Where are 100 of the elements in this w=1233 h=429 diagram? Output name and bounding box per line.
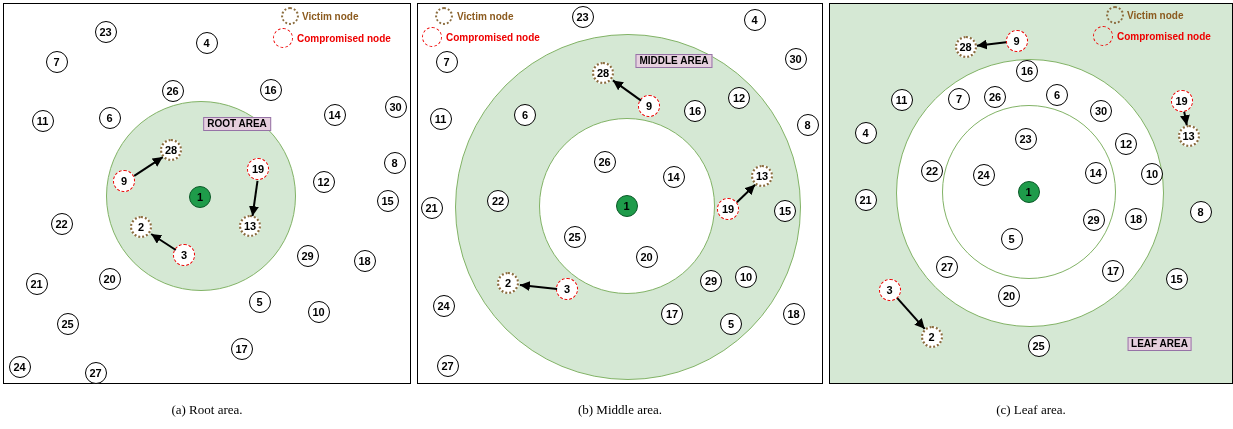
subfigure-caption: (a) Root area. (171, 402, 243, 418)
compromised-node-circle: 9 (113, 170, 135, 192)
arrow (896, 297, 926, 330)
node-circle: 20 (98, 267, 121, 290)
arrow (133, 156, 164, 177)
node-circle: 26 (984, 86, 1006, 108)
node-circle: 22 (487, 190, 509, 212)
node-circle: 4 (195, 31, 218, 54)
node-circle: 18 (353, 249, 376, 272)
node-circle: 22 (921, 160, 943, 182)
node-circle: 20 (635, 245, 658, 268)
node-circle: 7 (948, 88, 970, 110)
node-circle: 14 (662, 165, 685, 188)
node-circle: 17 (1102, 260, 1124, 282)
node-circle: 29 (296, 244, 319, 267)
node-circle: 6 (514, 104, 536, 126)
node-circle: 4 (743, 8, 766, 31)
node-circle: 23 (571, 5, 594, 28)
node-circle: 20 (998, 285, 1020, 307)
area-label: ROOT AREA (203, 117, 271, 131)
node-circle: 16 (684, 100, 706, 122)
node-circle: 24 (972, 163, 995, 186)
node-circle: 21 (25, 272, 48, 295)
panel-frame (3, 3, 411, 384)
node-circle: 27 (84, 361, 107, 384)
subfigure-caption: (b) Middle area. (577, 402, 663, 418)
root-node-circle: 1 (189, 186, 211, 208)
arrow (611, 79, 643, 102)
node-circle: 5 (720, 313, 742, 335)
node-circle: 29 (1082, 208, 1105, 231)
node-circle: 27 (936, 256, 958, 278)
compromised-node-circle: 19 (247, 158, 269, 180)
node-circle: 11 (890, 88, 913, 111)
legend-text: Victim node (302, 10, 359, 22)
legend-text: Compromised node (1117, 30, 1211, 42)
root-node-circle: 1 (615, 194, 638, 217)
node-circle: 10 (735, 266, 757, 288)
node-circle: 7 (435, 50, 458, 73)
compromised-node-circle: 9 (1005, 29, 1028, 52)
node-circle: 17 (230, 337, 253, 360)
arrow (150, 233, 177, 251)
victim-node-circle: 2 (497, 272, 519, 294)
node-circle: 26 (161, 79, 184, 102)
legend-text: Victim node (457, 10, 514, 22)
node-circle: 10 (307, 300, 330, 323)
compromised-node-circle: 19 (717, 198, 739, 220)
arrow (975, 39, 1008, 50)
node-circle: 10 (1141, 163, 1163, 185)
victim-node-circle: 2 (920, 325, 943, 348)
arrow (248, 179, 259, 218)
compromised-node-circle: 3 (556, 278, 578, 300)
node-circle: 11 (429, 107, 452, 130)
victim-node-circle: 13 (239, 215, 261, 237)
node-circle: 16 (259, 78, 282, 101)
node-circle: 23 (1014, 127, 1037, 150)
victim-node-circle: 28 (954, 35, 977, 58)
node-circle: 25 (1027, 334, 1050, 357)
compromised-node-circle: 3 (878, 278, 901, 301)
legend-text: Victim node (1127, 9, 1184, 21)
node-circle: 25 (56, 312, 79, 335)
subfigure-caption: (c) Leaf area. (996, 402, 1066, 418)
node-circle: 24 (432, 294, 455, 317)
node-circle: 5 (1000, 227, 1023, 250)
node-circle: 15 (774, 200, 796, 222)
node-circle: 14 (323, 103, 346, 126)
compromised-node-circle: 9 (638, 95, 660, 117)
node-circle: 18 (1125, 208, 1147, 230)
node-circle: 8 (383, 151, 406, 174)
node-circle: 7 (45, 50, 68, 73)
victim-node-circle: 2 (130, 216, 152, 238)
arrow (1180, 110, 1190, 127)
node-circle: 14 (1084, 161, 1107, 184)
node-circle: 18 (782, 302, 805, 325)
node-circle: 15 (376, 189, 399, 212)
node-circle: 8 (796, 113, 819, 136)
node-circle: 16 (1016, 60, 1038, 82)
node-circle: 6 (98, 106, 121, 129)
victim-node-circle: 28 (592, 62, 614, 84)
node-circle: 4 (854, 121, 877, 144)
root-node-circle: 1 (1017, 180, 1040, 203)
node-circle: 22 (50, 212, 73, 235)
node-circle: 15 (1165, 267, 1188, 290)
node-circle: 6 (1046, 84, 1068, 106)
victim-node-circle: 28 (160, 139, 182, 161)
legend-text: Compromised node (446, 31, 540, 43)
node-circle: 12 (1115, 133, 1137, 155)
arrow (735, 183, 757, 204)
node-circle: 26 (593, 150, 616, 173)
victim-node-circle: 13 (751, 165, 773, 187)
node-circle: 30 (384, 95, 407, 118)
node-circle: 12 (728, 87, 750, 109)
node-circle: 11 (31, 109, 54, 132)
panel-frame (417, 3, 823, 384)
arrow (518, 281, 559, 292)
node-circle: 23 (94, 20, 117, 43)
node-circle: 5 (248, 290, 271, 313)
leaf-area-panel (829, 3, 1233, 384)
node-circle: 21 (420, 196, 443, 219)
node-circle: 17 (661, 303, 683, 325)
node-circle: 30 (1090, 100, 1112, 122)
